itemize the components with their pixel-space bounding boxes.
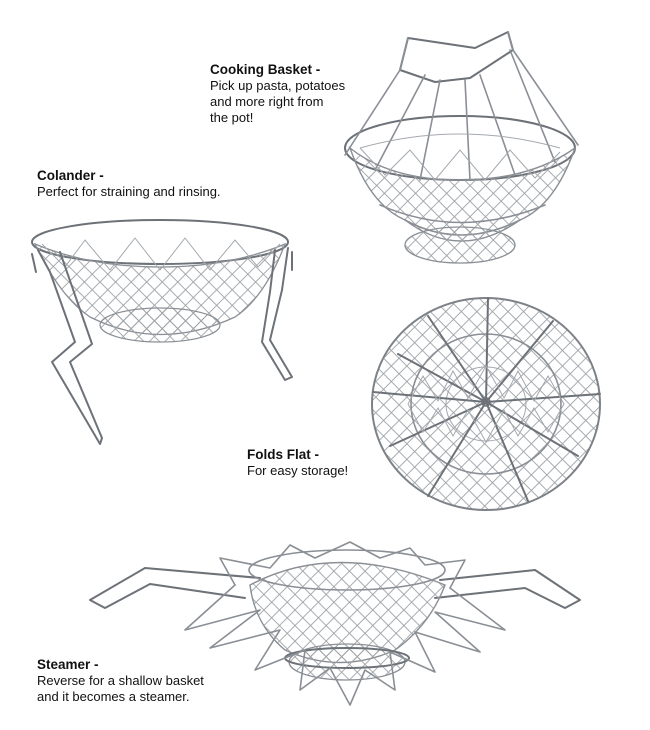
cooking-basket-line-2: and more right from — [210, 94, 324, 109]
steamer-image — [85, 540, 590, 720]
cooking-basket-caption: Cooking Basket - Pick up pasta, potatoes… — [210, 62, 345, 126]
steamer-title: Steamer - — [37, 657, 99, 672]
folds-flat-image — [368, 296, 608, 516]
folds-flat-caption: Folds Flat - For easy storage! — [247, 447, 348, 479]
colander-line-1: Perfect for straining and rinsing. — [37, 184, 221, 199]
colander-image — [30, 212, 295, 452]
steamer-caption: Steamer - Reverse for a shallow basket a… — [37, 657, 204, 705]
folds-flat-title: Folds Flat - — [247, 447, 319, 462]
cooking-basket-line-1: Pick up pasta, potatoes — [210, 78, 346, 93]
cooking-basket-line-3: the pot! — [210, 110, 254, 125]
colander-title: Colander - — [37, 168, 104, 183]
steamer-line-2: and it becomes a steamer. — [37, 689, 190, 704]
steamer-line-1: Reverse for a shallow basket — [37, 673, 204, 688]
cooking-basket-title: Cooking Basket - — [210, 62, 321, 77]
cooking-basket-image — [330, 30, 590, 275]
folds-flat-line-1: For easy storage! — [247, 463, 349, 478]
colander-caption: Colander - Perfect for straining and rin… — [37, 168, 221, 200]
